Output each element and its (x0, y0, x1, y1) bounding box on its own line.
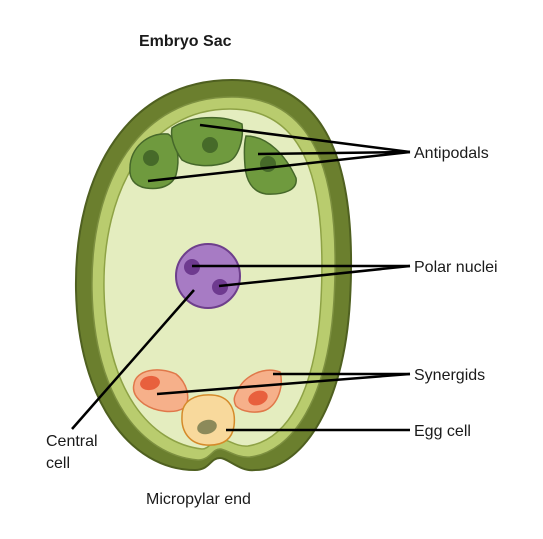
leader-antipodal-right (257, 150, 411, 156)
label-central-cell-line1: Central (46, 433, 98, 450)
leader-central-cell (71, 289, 195, 430)
label-micropylar-end: Micropylar end (146, 491, 251, 508)
leader-antipodal-middle (199, 123, 411, 154)
synergid-cells (132, 369, 282, 413)
egg-nucleus (197, 419, 217, 435)
antipodal-nucleus-middle (202, 137, 218, 153)
leader-lines (71, 123, 411, 432)
label-central-cell-line2: cell (46, 455, 70, 472)
label-antipodals: Antipodals (414, 145, 489, 162)
egg-cell (181, 394, 236, 446)
antipodal-nucleus-left (143, 150, 159, 166)
label-synergids: Synergids (414, 367, 485, 384)
diagram-title: Embryo Sac (139, 33, 232, 50)
leader-polar-lower (218, 264, 411, 288)
leader-synergid-left (156, 372, 411, 396)
leader-antipodal-left (147, 150, 411, 183)
antipodal-cells (129, 116, 297, 195)
label-polar-nuclei: Polar nuclei (414, 259, 498, 276)
synergid-nucleus-left (140, 375, 160, 391)
synergid-nucleus-right (248, 390, 268, 406)
antipodal-nucleus-right (260, 156, 276, 172)
label-egg-cell: Egg cell (414, 423, 471, 440)
